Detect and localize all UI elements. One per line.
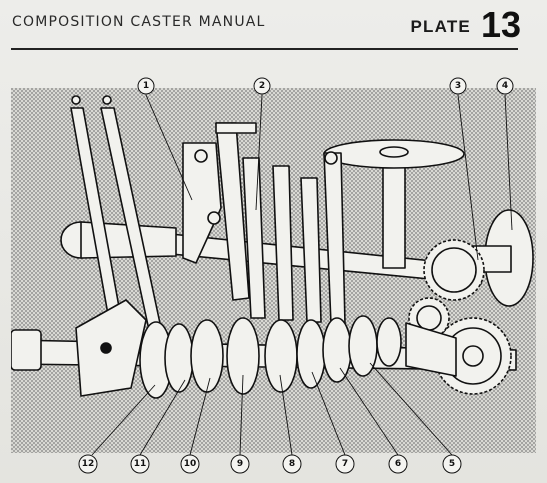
plate-number: 13 xyxy=(480,4,521,45)
manual-title: COMPOSITION CASTER MANUAL xyxy=(12,14,266,30)
callout-10: 10 xyxy=(184,459,197,469)
callout-5-circle xyxy=(442,454,462,474)
callout-11: 11 xyxy=(134,459,147,469)
callout-11-circle xyxy=(130,454,150,474)
left-casting-hole xyxy=(100,342,112,354)
callout-7: 7 xyxy=(342,459,348,469)
plate-heading: PLATE 13 xyxy=(410,7,521,43)
callout-10-circle xyxy=(180,454,200,474)
callout-8: 8 xyxy=(289,459,295,469)
lever-6 xyxy=(300,177,322,323)
callout-9-circle xyxy=(230,454,250,474)
callout-5: 5 xyxy=(449,459,455,469)
bracket-left xyxy=(182,142,222,264)
callout-6-circle xyxy=(388,454,408,474)
camshaft-illustration xyxy=(11,88,536,453)
lever-5 xyxy=(272,165,294,321)
shaft-left-end xyxy=(11,329,42,371)
plate-label: PLATE xyxy=(410,17,471,36)
callout-9: 9 xyxy=(237,459,243,469)
callout-8-circle xyxy=(282,454,302,474)
header-rule xyxy=(11,48,518,50)
top-disc-hub xyxy=(379,146,409,158)
callout-12: 12 xyxy=(82,459,95,469)
callout-7-circle xyxy=(335,454,355,474)
callout-12-circle xyxy=(78,454,98,474)
cam-stack xyxy=(139,315,402,399)
callout-6: 6 xyxy=(395,459,401,469)
